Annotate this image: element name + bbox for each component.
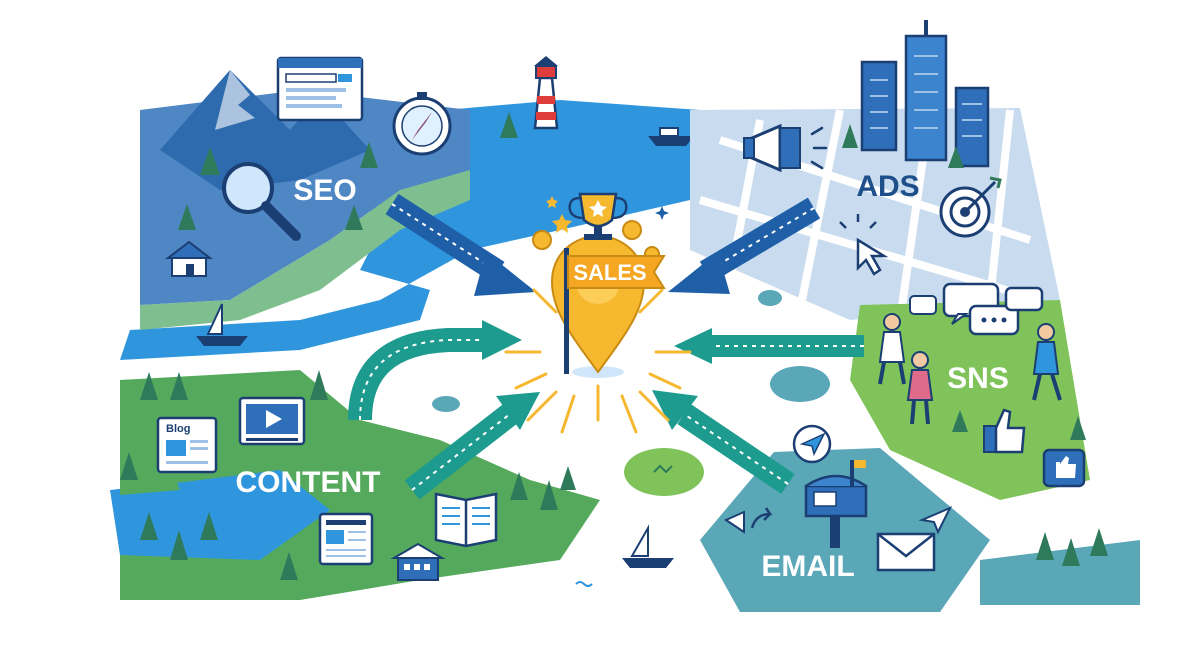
send-icon <box>723 507 773 534</box>
lighthouse-icon <box>533 56 559 130</box>
seo-label: SEO <box>293 174 356 207</box>
arrow-content-curve <box>348 320 522 421</box>
sales-pin: SALES <box>504 192 692 434</box>
browser-icon <box>276 56 364 122</box>
sailboat-icon-left <box>196 303 248 346</box>
arrow-content <box>404 392 540 500</box>
email-label: EMAIL <box>761 550 854 583</box>
ads-label: ADS <box>856 170 919 203</box>
arrows <box>348 193 864 500</box>
newspaper-icon <box>318 512 374 566</box>
seo-region: SEO <box>140 56 518 330</box>
chat-bubbles-icon <box>909 282 1044 336</box>
mailbox-icon <box>804 460 868 548</box>
blog-card-icon: Blog <box>156 416 218 474</box>
boat-icon-top <box>648 127 694 146</box>
open-book-icon <box>434 492 498 548</box>
like-badge-icon <box>1042 448 1086 488</box>
sales-banner: SALES <box>567 255 666 289</box>
sunburst <box>504 288 692 434</box>
sns-label: SNS <box>947 362 1009 395</box>
compass-icon <box>392 92 452 156</box>
stars-icon <box>546 196 572 233</box>
cursor-icon <box>839 214 889 276</box>
islands <box>432 290 830 496</box>
arrow-sns <box>674 328 864 364</box>
magnifier-icon <box>222 162 301 241</box>
target-icon <box>939 176 1002 238</box>
paper-plane-icon <box>792 424 832 464</box>
video-player-icon <box>238 396 306 446</box>
thumbs-up-icon <box>983 408 1026 454</box>
people-icon <box>878 313 1062 425</box>
content-trees <box>120 370 576 580</box>
seo-trees <box>178 112 518 230</box>
arrow-ads <box>668 197 821 294</box>
sales-label: SALES <box>573 260 646 285</box>
trophy-icon <box>568 192 628 240</box>
megaphone-icon <box>743 123 828 173</box>
envelope-icon <box>876 506 953 572</box>
sparkle-icon <box>655 206 669 220</box>
flag-pole <box>564 248 569 374</box>
coins-icon <box>532 220 660 262</box>
seo-house-icon <box>165 240 213 277</box>
content-region: Blog <box>120 370 600 600</box>
sailboat-icon-bottom <box>622 524 674 568</box>
content-label: CONTENT <box>236 466 381 499</box>
sns-region: SNS <box>850 282 1090 500</box>
content-house-icon <box>390 542 446 581</box>
email-region: EMAIL <box>700 424 1140 612</box>
blog-label: Blog <box>166 423 190 435</box>
arrow-email <box>652 390 795 494</box>
city-buildings-icon <box>860 20 990 168</box>
ads-region: ADS <box>690 20 1060 321</box>
arrow-seo <box>385 193 536 296</box>
